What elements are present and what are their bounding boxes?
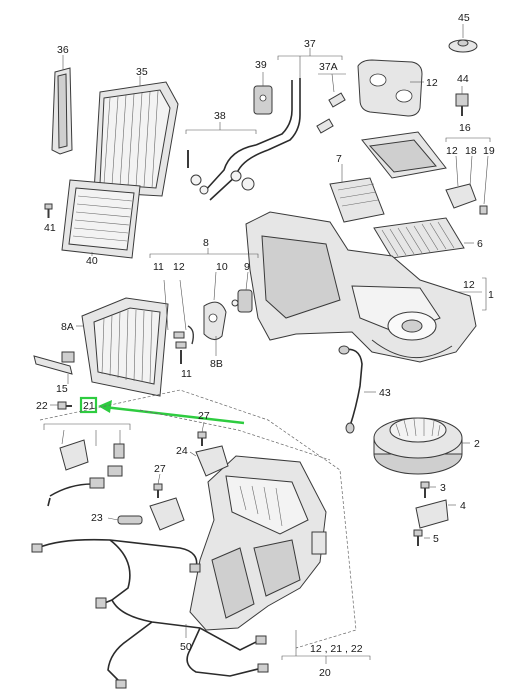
part-39-valve [253, 72, 273, 115]
bracket-20 [281, 630, 371, 664]
part-37-pipes [203, 48, 343, 201]
label-4: 4 [460, 500, 466, 512]
label-3: 3 [440, 482, 446, 494]
part-22-screw [50, 401, 72, 410]
label-36: 36 [57, 44, 69, 56]
label-15: 15 [56, 383, 68, 395]
label-44: 44 [457, 73, 469, 85]
label-37a: 37A [319, 61, 338, 73]
assembly-outline [39, 389, 357, 649]
label-11: 11 [181, 368, 192, 380]
part-7-flap-unit [329, 131, 447, 223]
label-41: 41 [44, 222, 56, 234]
part-23-servo [107, 497, 185, 531]
label-2: 2 [474, 438, 480, 450]
label-8: 8 [203, 237, 209, 249]
label-21: 21 [83, 400, 95, 412]
label-20: 20 [319, 667, 331, 679]
part-36-bracket [51, 55, 73, 155]
part-50-wiring-harness [31, 538, 269, 689]
label-5: 5 [433, 533, 439, 545]
label-45: 45 [458, 12, 470, 24]
label-8-12: 12 [173, 261, 185, 273]
label-27-b: 27 [154, 463, 166, 475]
part-15-sensor [33, 351, 75, 384]
bracket-8 [149, 248, 259, 258]
label-39: 39 [255, 59, 267, 71]
part-21-highlight [79, 396, 245, 425]
part-38-seals [185, 122, 257, 195]
label-16-19: 19 [483, 145, 495, 157]
part-35-evaporator [93, 76, 179, 197]
part-40-heater-core [61, 179, 141, 259]
label-12-1: 12 [463, 279, 475, 291]
upper-housing [245, 211, 477, 363]
label-27-a: 27 [198, 410, 210, 422]
part-45-cap [448, 24, 478, 53]
part-8b-seal [203, 271, 227, 356]
part-44-sensor [455, 86, 469, 116]
part-41-screw [44, 203, 53, 218]
part-12-cover-plate [357, 59, 424, 117]
part-9-expansion-valve [231, 271, 253, 313]
label-6: 6 [477, 238, 483, 250]
bracket-12-1 [458, 277, 487, 311]
part-24-servo [189, 445, 229, 477]
label-8b: 8B [210, 358, 223, 370]
label-16-12: 12 [446, 145, 458, 157]
label-37: 37 [304, 38, 316, 50]
lower-housing [189, 455, 327, 631]
part-2-blower-motor [373, 417, 470, 475]
label-22: 22 [36, 400, 48, 412]
part-6-filter [373, 217, 474, 259]
part-8a-heater-frame [76, 297, 169, 397]
part-8-clips [163, 279, 195, 364]
label-8-9: 9 [244, 261, 250, 273]
label-12-21-22: 12 , 21 , 22 [310, 643, 363, 655]
part-27-screw-a [197, 421, 207, 446]
label-7: 7 [336, 153, 342, 165]
part-3-screw [420, 481, 436, 498]
label-16: 16 [459, 122, 471, 134]
label-24: 24 [176, 445, 188, 457]
label-1: 1 [488, 289, 494, 301]
label-23: 23 [91, 512, 103, 524]
label-35: 35 [136, 66, 148, 78]
label-8a: 8A [61, 321, 74, 333]
part-43-drain-pipe [338, 345, 376, 434]
label-40: 40 [86, 255, 98, 267]
assembly-outline-2 [139, 409, 331, 461]
label-12-top: 12 [426, 77, 438, 89]
lever-assembly [43, 423, 131, 507]
part-16-flap-actuator [445, 137, 491, 215]
part-4-resistor [415, 499, 456, 529]
label-8-11: 11 [153, 261, 164, 273]
label-8-10: 10 [216, 261, 228, 273]
part-5-screw [413, 529, 430, 546]
part-37a-fittings [316, 73, 346, 134]
label-50: 50 [180, 641, 192, 653]
label-38: 38 [214, 110, 226, 122]
part-27-screw-b [153, 473, 163, 498]
label-43: 43 [379, 387, 391, 399]
label-16-18: 18 [465, 145, 477, 157]
